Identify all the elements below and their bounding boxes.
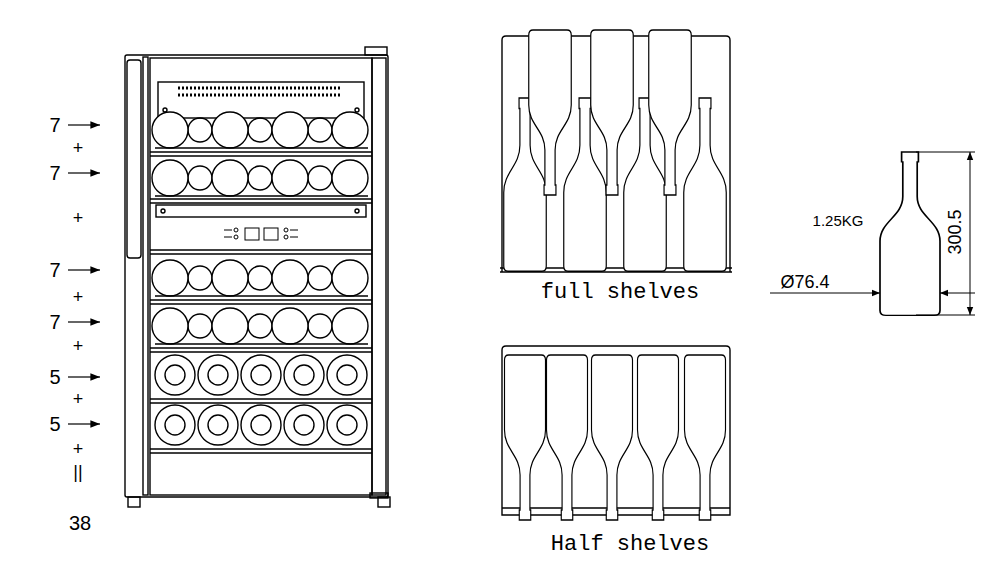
shelf-count: 5 bbox=[49, 414, 60, 434]
plus-sign: + bbox=[73, 337, 84, 355]
figure-caption: Half shelves bbox=[551, 534, 709, 556]
total-count: 38 bbox=[69, 513, 91, 533]
dimension-label: 300.5 bbox=[946, 207, 964, 256]
shelf-count: 5 bbox=[49, 367, 60, 387]
equals-sign: || bbox=[73, 463, 82, 481]
shelf-count: 7 bbox=[49, 115, 60, 135]
plus-sign: + bbox=[73, 209, 84, 227]
figure-caption: full shelves bbox=[541, 282, 699, 304]
plus-sign: + bbox=[73, 139, 84, 157]
shelf-count: 7 bbox=[49, 260, 60, 280]
plus-sign: + bbox=[73, 390, 84, 408]
plus-sign: + bbox=[73, 288, 84, 306]
shelf-count: 7 bbox=[49, 312, 60, 332]
dimension-label: Ø76.4 bbox=[778, 273, 831, 291]
plus-sign: + bbox=[73, 440, 84, 458]
weight-label: 1.25KG bbox=[811, 213, 866, 228]
shelf-count: 7 bbox=[49, 163, 60, 183]
